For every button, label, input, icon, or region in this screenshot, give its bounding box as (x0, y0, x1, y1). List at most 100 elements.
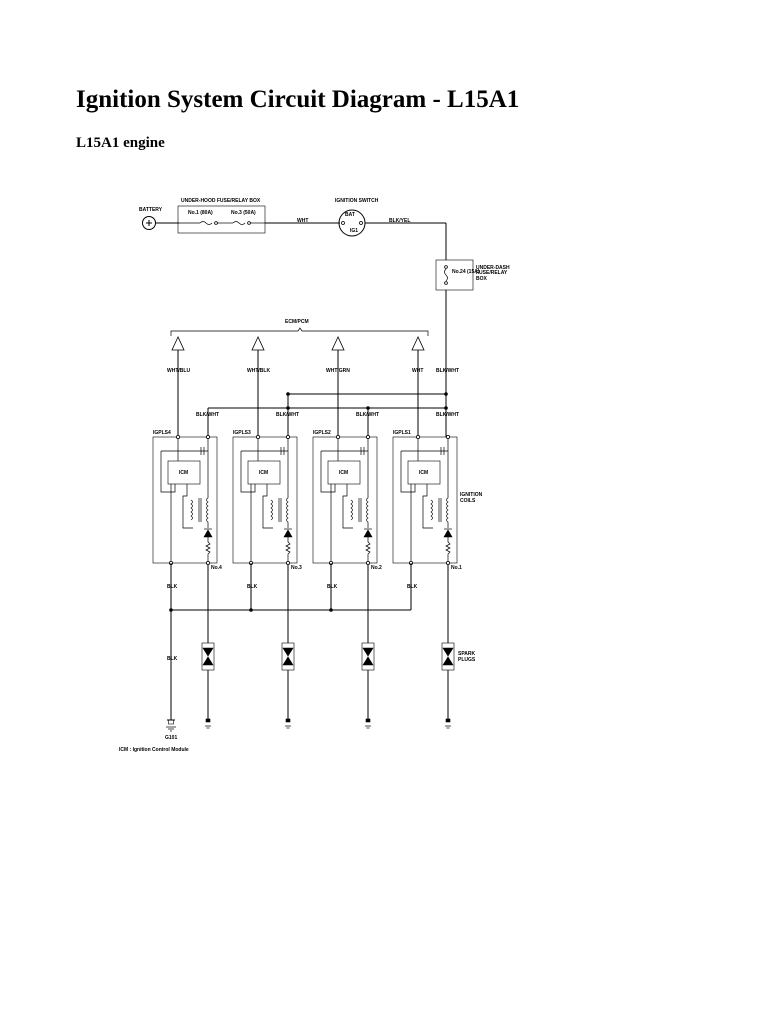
coil-core (278, 498, 282, 522)
switch-bat-label: BAT (345, 212, 355, 218)
icm-box (167, 460, 201, 485)
spark-plugs (201, 565, 455, 729)
ground-wire-label-2: BLK (327, 584, 338, 590)
power-terminal (205, 434, 210, 439)
underdash-box-label-1: UNDER-DASH (476, 265, 510, 271)
primary-winding (190, 499, 193, 521)
underdash-fuse-label: No.24 (15A) (452, 269, 480, 275)
coil-housing (392, 436, 458, 564)
underhood-fusebox (177, 205, 266, 234)
icm-label: ICM (419, 470, 428, 476)
internal-wiring (182, 484, 193, 529)
underdash-fuse-symbol (444, 265, 448, 285)
resistor (205, 541, 211, 555)
icm-box (407, 460, 441, 485)
wire-blk-yel-label: BLK/YEL (389, 218, 410, 224)
primary-winding (350, 499, 353, 521)
diode (203, 529, 213, 538)
power-terminal (285, 434, 290, 439)
ground-wire-label-4: BLK (167, 584, 178, 590)
resistor (365, 541, 371, 555)
spark-plug-1 (441, 565, 455, 729)
battery-label: BATTERY (139, 207, 163, 213)
ground-label: G101 (165, 735, 177, 741)
ground-symbol (445, 718, 451, 723)
underdash-fusebox (435, 259, 474, 291)
resistor (285, 541, 291, 555)
icm-label: ICM (179, 470, 188, 476)
capacitor (200, 447, 205, 455)
page-title: Ignition System Circuit Diagram - L15A1 (76, 86, 520, 113)
ecm-label: ECM/PCM (285, 319, 309, 325)
output-terminal (365, 561, 370, 566)
internal-wiring (401, 439, 448, 461)
ground-wire-label-main: BLK (167, 656, 178, 662)
coil-feed-wire-1: BLK/WHT (436, 412, 459, 418)
coil-core (358, 498, 362, 522)
coil-number-2: No.2 (371, 565, 382, 571)
signal-terminal (175, 434, 180, 439)
ecm-terminals (171, 336, 425, 351)
ground-bus (169, 563, 412, 720)
coil-number-3: No.3 (291, 565, 302, 571)
underhood-fusebox-label: UNDER-HOOD FUSE/RELAY BOX (181, 198, 261, 204)
coil-feed-wire-3: BLK/WHT (276, 412, 299, 418)
icm-label: ICM (339, 470, 348, 476)
underdash-box-label-2: FUSE/RELAY (476, 270, 508, 276)
ignition-switch-label: IGNITION SWITCH (335, 198, 379, 204)
coil-number-1: No.1 (451, 565, 462, 571)
diode (443, 529, 453, 538)
coil-unit-1: ICM (392, 434, 458, 566)
fuse-symbols (179, 221, 265, 225)
internal-wiring (161, 439, 208, 461)
ignition-coils-label-2: COILS (460, 498, 476, 504)
spark-plug-2 (361, 565, 375, 729)
internal-wiring (400, 451, 416, 493)
primary-winding (270, 499, 273, 521)
blk-wht-bus (207, 392, 448, 437)
diode (283, 529, 293, 538)
spark-plug-4 (201, 565, 215, 729)
coil-unit-4: ICM (152, 434, 218, 566)
ecm-wire-5: BLK/WHT (436, 368, 459, 374)
capacitor (440, 447, 445, 455)
ground-symbol (285, 718, 291, 723)
coil-name-1: IGPLS1 (393, 430, 411, 436)
ignition-coils-label-1: IGNITION (460, 492, 483, 498)
fuse1-label: No.1 (80A) (188, 210, 213, 216)
coil-feed-wire-2: BLK/WHT (356, 412, 379, 418)
coil-unit-2: ICM (312, 434, 378, 566)
power-terminal (365, 434, 370, 439)
resistor (445, 541, 451, 555)
page-subtitle: L15A1 engine (76, 135, 165, 151)
capacitor (280, 447, 285, 455)
coil-unit-3: ICM (232, 434, 298, 566)
ground-symbol (205, 718, 211, 723)
ignition-coil-units: ICM ICM ICM ICM (152, 434, 458, 566)
internal-wiring (320, 451, 336, 493)
fuse2-label: No.3 (50A) (231, 210, 256, 216)
output-terminal (205, 561, 210, 566)
coil-core (198, 498, 202, 522)
ground-wire-label-3: BLK (247, 584, 258, 590)
icm-box (327, 460, 361, 485)
underdash-box-label-3: BOX (476, 276, 488, 282)
coil-name-4: IGPLS4 (153, 430, 171, 436)
internal-wiring (342, 484, 353, 529)
ecm-wire-2: WHT/BLK (247, 368, 270, 374)
diode (363, 529, 373, 538)
secondary-winding (206, 497, 209, 523)
coil-number-4: No.4 (211, 565, 222, 571)
primary-winding (430, 499, 433, 521)
coil-housing (312, 436, 378, 564)
signal-terminal (255, 434, 260, 439)
signal-terminal (415, 434, 420, 439)
secondary-winding (446, 497, 449, 523)
footnote: ICM : Ignition Control Module (119, 747, 189, 753)
internal-wiring (262, 484, 273, 529)
wire-wht-label: WHT (297, 218, 308, 224)
signal-terminal (335, 434, 340, 439)
icm-label: ICM (259, 470, 268, 476)
ground-wire-label-1: BLK (407, 584, 418, 590)
